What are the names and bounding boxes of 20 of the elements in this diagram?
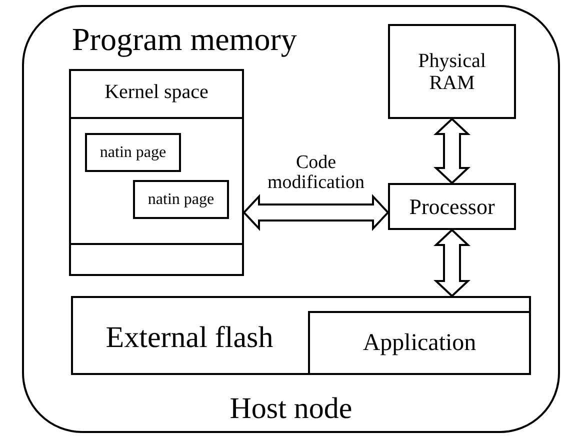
box-label: Kernel space (104, 81, 208, 103)
double-arrow (433, 228, 471, 298)
ram-box (388, 24, 516, 119)
rounded-frame (22, 5, 560, 433)
flash-box (71, 296, 531, 375)
box-label: natin page (100, 144, 166, 162)
double-arrow (433, 118, 471, 184)
box-label: External flash (106, 321, 274, 354)
region-heading: Program memory (72, 22, 297, 58)
double-arrow (242, 194, 390, 232)
box-label: Processor (409, 194, 495, 219)
page-box (85, 133, 181, 172)
processor-box (388, 183, 516, 230)
page-box (133, 180, 229, 219)
box-label: natin page (148, 190, 214, 208)
box-label: Physical RAM (417, 50, 487, 94)
box-label: Host node (230, 392, 352, 425)
memory-box (69, 69, 244, 276)
box-label: Application (362, 330, 476, 356)
application-box (308, 311, 531, 375)
